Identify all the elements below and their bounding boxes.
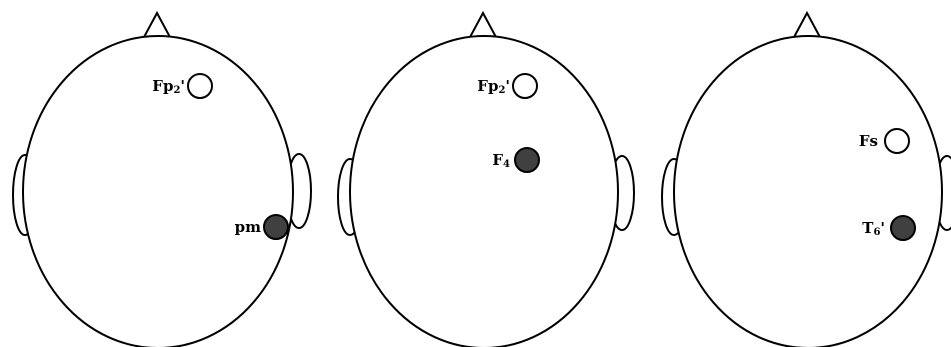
head-2-electrode-2-label: F4 <box>492 151 510 170</box>
head-3-outline-icon <box>673 35 943 347</box>
head-1-outline-icon <box>22 35 294 347</box>
head-3-electrode-1-marker <box>884 128 910 154</box>
head-1-electrode-2-marker <box>263 214 289 240</box>
head-3-electrode-2-marker <box>890 215 916 241</box>
head-1: Fp2' pm <box>12 10 312 347</box>
head-2-electrode-1-label: Fp2' <box>477 77 510 96</box>
head-2-outline-icon <box>349 35 619 347</box>
head-1-electrode-2-label: pm <box>235 218 261 236</box>
head-2-electrode-1-marker <box>512 73 538 99</box>
head-2-electrode-2-marker <box>514 147 540 173</box>
head-3: Fs T6' <box>661 10 951 347</box>
head-1-electrode-1-label: Fp2' <box>152 77 185 96</box>
head-1-electrode-1-marker <box>187 73 213 99</box>
head-3-electrode-1-label: Fs <box>859 132 878 150</box>
head-3-electrode-2-label: T6' <box>862 219 885 238</box>
head-2: Fp2' F4 <box>337 10 635 347</box>
